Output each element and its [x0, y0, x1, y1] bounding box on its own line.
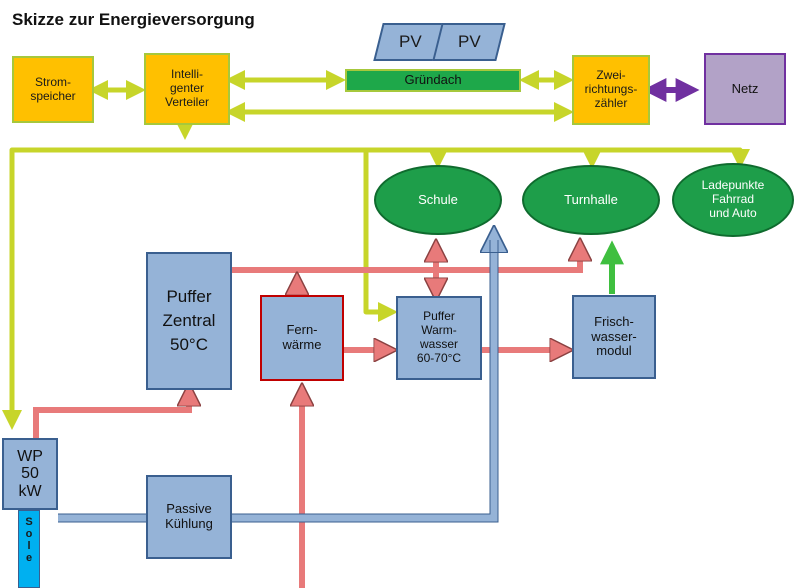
sole-letter-4: e: [25, 552, 33, 564]
node-turnhalle: Turnhalle: [522, 165, 660, 235]
node-puffer-zentral: Puffer Zentral 50°C: [146, 252, 232, 390]
cool-passive-to-schule: [230, 236, 494, 522]
sole-letter-1: S: [25, 516, 33, 528]
node-puffer-warmwasser: Puffer Warm- wasser 60-70°C: [396, 296, 482, 380]
sole-column: S o l e: [18, 510, 40, 588]
sole-letter-2: o: [25, 528, 33, 540]
node-netz: Netz: [704, 53, 786, 125]
bus-to-puffer-warmwasser: [363, 150, 398, 322]
node-passive-kuehlung: Passive Kühlung: [146, 475, 232, 559]
sole-letter-3: l: [27, 540, 31, 552]
node-ladepunkte: Ladepunkte Fahrrad und Auto: [672, 163, 794, 237]
node-gruendach: Gründach: [345, 69, 521, 92]
pv-panel-1-label: PV: [398, 32, 422, 51]
node-wp-50kw: WP 50 kW: [2, 438, 58, 510]
cool-lines-outline: [58, 240, 499, 523]
node-zweirichtungszaehler: Zwei- richtungs- zähler: [572, 55, 650, 125]
heat-lines: [33, 247, 580, 588]
node-schule: Schule: [374, 165, 502, 235]
node-frischwassermodul: Frisch- wasser- modul: [572, 295, 656, 379]
pv-panel-2-label: PV: [457, 32, 481, 51]
node-fernwaerme: Fern- wärme: [260, 295, 344, 381]
cool-lines: [58, 236, 494, 522]
node-stromspeicher: Strom- speicher: [12, 56, 94, 123]
node-intelligenter-verteiler: Intelli- genter Verteiler: [144, 53, 230, 125]
page-title: Skizze zur Energieversorgung: [12, 10, 255, 29]
electric-lines: [2, 70, 750, 430]
heat-puffer-to-turnhalle: [232, 247, 580, 273]
pv-panel-2: PV: [432, 23, 506, 61]
heat-wp-to-puffer: [33, 392, 189, 438]
